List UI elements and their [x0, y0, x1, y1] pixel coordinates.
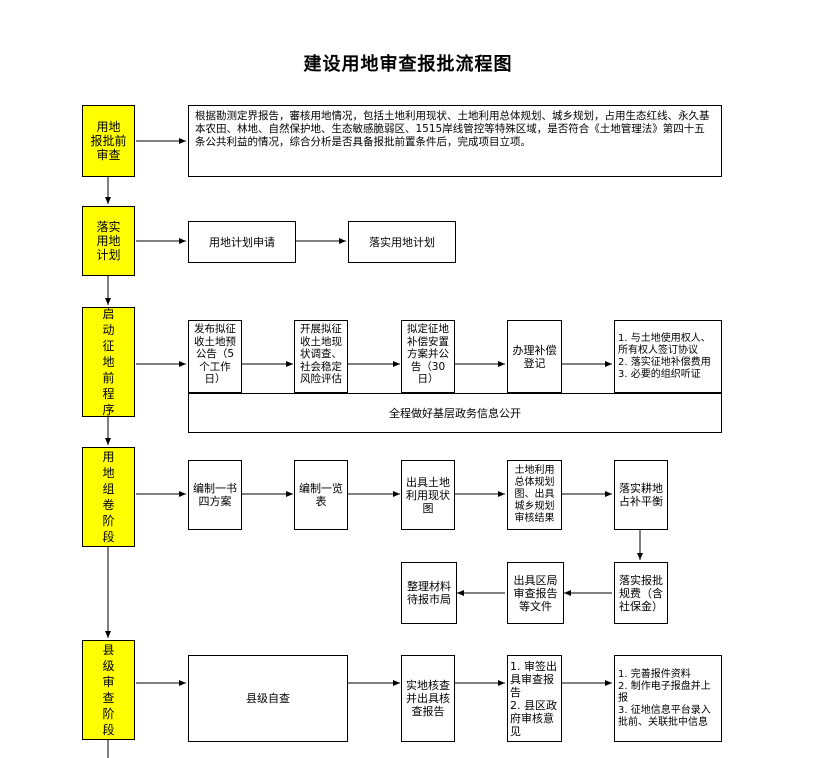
box-status-map: 出具土地利用现状图	[401, 460, 455, 530]
stage-land-plan: 落实 用地 计划	[82, 206, 135, 276]
box-submit: 1. 完善报件资料 2. 制作电子报盘并上报 3. 征地信息平台录入批前、关联批…	[614, 655, 722, 742]
box-status-map-text: 出具土地利用现状图	[406, 475, 450, 515]
box-agreements-text: 1. 与土地使用权人、所有权人签订协议 2. 落实征地补偿费用 3. 必要的组织…	[618, 332, 711, 380]
box-farmland: 落实耕地占补平衡	[614, 460, 668, 530]
box-plan-map: 土地利用总体规划图、出具城乡规划审核结果	[507, 460, 562, 530]
page-title: 建设用地审查报批流程图	[303, 54, 513, 75]
box-plan-apply-text: 用地计划申请	[209, 235, 275, 249]
box-survey-text: 开展拟征收土地现状调查、社会稳定风险评估	[300, 323, 342, 385]
box-one-book-text: 编制一书四方案	[193, 482, 237, 508]
box-compensation-plan-text: 拟定征地补偿安置方案并公告（30日）	[407, 323, 449, 385]
box-fees: 落实报批规费（含社保金）	[614, 562, 668, 624]
stage-acquisition-start: 启 动 征 地 前 程 序	[82, 307, 135, 417]
box-announce-text: 发布拟征收土地预公告（5个工作日）	[194, 323, 236, 385]
box-one-book: 编制一书四方案	[188, 460, 242, 530]
box-submit-text: 1. 完善报件资料 2. 制作电子报盘并上报 3. 征地信息平台录入批前、关联批…	[618, 668, 711, 728]
box-organize: 整理材料待报市局	[401, 562, 457, 624]
box-bureau-report: 出具区局审查报告等文件	[507, 562, 564, 624]
box-disclosure: 全程做好基层政务信息公开	[188, 393, 722, 433]
stage-assembly-label: 用 地 组 卷 阶 段	[102, 450, 115, 544]
box-announce: 发布拟征收土地预公告（5个工作日）	[188, 320, 242, 393]
box-plan-apply: 用地计划申请	[188, 221, 296, 263]
box-review-opinion: 1. 审签出具审查报告 2. 县区政府审核意见	[507, 655, 562, 742]
box-plan-map-text: 土地利用总体规划图、出具城乡规划审核结果	[514, 465, 555, 524]
box-compensation-plan: 拟定征地补偿安置方案并公告（30日）	[401, 320, 455, 393]
box-bureau-report-text: 出具区局审查报告等文件	[513, 573, 558, 613]
stage-pre-review: 用地 报批前 审查	[82, 105, 135, 177]
box-farmland-text: 落实耕地占补平衡	[619, 482, 663, 508]
box-pre-review-text: 根据勘测定界报告，審核用地情况，包括土地利用现状、土地利用总体规划、城乡规划，占…	[195, 110, 710, 148]
stage-pre-review-label: 用地 报批前 审查	[90, 120, 127, 162]
box-pre-review: 根据勘测定界报告，審核用地情况，包括土地利用现状、土地利用总体规划、城乡规划，占…	[188, 105, 722, 177]
box-agreements: 1. 与土地使用权人、所有权人签订协议 2. 落实征地补偿费用 3. 必要的组织…	[614, 320, 722, 393]
box-field-check: 实地核查并出具核查报告	[401, 655, 455, 742]
stage-county-review-label: 县 级 审 查 阶 段	[102, 643, 115, 737]
box-one-table-text: 编制一览表	[299, 482, 343, 508]
stage-assembly: 用 地 组 卷 阶 段	[82, 447, 135, 547]
box-register: 办理补偿登记	[507, 320, 562, 393]
box-organize-text: 整理材料待报市局	[407, 580, 451, 606]
box-field-check-text: 实地核查并出具核查报告	[406, 679, 450, 718]
stage-land-plan-label: 落实 用地 计划	[96, 220, 121, 262]
box-register-text: 办理补偿登记	[512, 343, 557, 370]
box-plan-implement: 落实用地计划	[348, 221, 456, 263]
stage-county-review: 县 级 审 查 阶 段	[82, 640, 135, 740]
box-fees-text: 落实报批规费（含社保金）	[619, 573, 663, 613]
box-disclosure-text: 全程做好基层政务信息公开	[389, 406, 521, 420]
box-survey: 开展拟征收土地现状调查、社会稳定风险评估	[294, 320, 348, 393]
box-one-table: 编制一览表	[294, 460, 348, 530]
box-review-opinion-text: 1. 审签出具审查报告 2. 县区政府审核意见	[510, 659, 557, 738]
box-county-self-text: 县级自查	[246, 692, 290, 705]
box-county-self: 县级自查	[188, 655, 348, 742]
stage-acquisition-start-label: 启 动 征 地 前 程 序	[102, 307, 115, 417]
box-plan-implement-text: 落实用地计划	[369, 235, 435, 249]
